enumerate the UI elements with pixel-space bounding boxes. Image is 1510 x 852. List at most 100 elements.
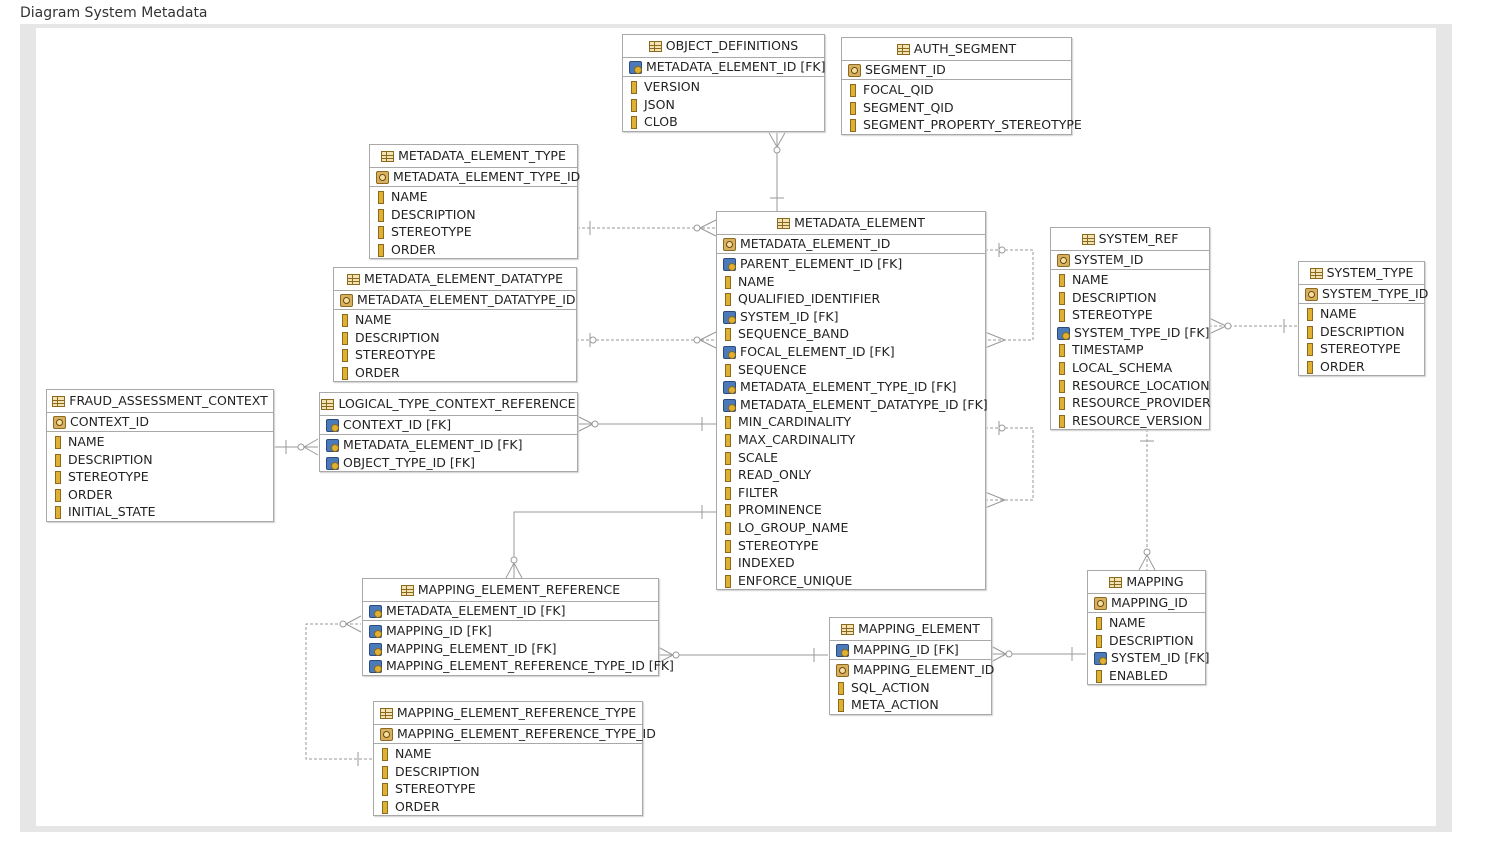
column-row[interactable]: MAPPING_ELEMENT_ID: [830, 661, 994, 679]
column-row[interactable]: INDEXED: [717, 554, 985, 572]
column-row[interactable]: SEQUENCE_BAND: [717, 325, 985, 343]
entity-header[interactable]: LOGICAL_TYPE_CONTEXT_REFERENCE: [320, 393, 577, 416]
primary-key-row[interactable]: METADATA_ELEMENT_DATATYPE_ID: [334, 291, 576, 310]
entity-header[interactable]: SYSTEM_REF: [1051, 228, 1209, 251]
column-row[interactable]: NAME: [370, 188, 577, 206]
column-row[interactable]: STEREOTYPE: [717, 537, 985, 555]
column-row[interactable]: STEREOTYPE: [370, 223, 577, 241]
column-row[interactable]: DESCRIPTION: [334, 329, 576, 347]
entity-header[interactable]: MAPPING_ELEMENT_REFERENCE: [363, 579, 658, 602]
column-row[interactable]: PROMINENCE: [717, 501, 985, 519]
column-row[interactable]: NAME: [717, 273, 985, 291]
primary-key-row[interactable]: SYSTEM_TYPE_ID: [1299, 285, 1428, 304]
column-row[interactable]: DESCRIPTION: [1051, 289, 1209, 307]
column-row[interactable]: METADATA_ELEMENT_DATATYPE_ID [FK]: [717, 396, 988, 414]
column-row[interactable]: OBJECT_TYPE_ID [FK]: [320, 454, 577, 472]
column-row[interactable]: DESCRIPTION: [1299, 323, 1424, 341]
column-row[interactable]: SQL_ACTION: [830, 679, 991, 697]
primary-key-row[interactable]: CONTEXT_ID [FK]: [320, 416, 577, 435]
entity-header[interactable]: MAPPING_ELEMENT_REFERENCE_TYPE: [374, 702, 642, 725]
primary-key-row[interactable]: METADATA_ELEMENT_ID [FK]: [363, 602, 658, 621]
entity-header[interactable]: METADATA_ELEMENT: [717, 212, 985, 235]
column-row[interactable]: CLOB: [623, 113, 824, 131]
column-row[interactable]: SCALE: [717, 449, 985, 467]
column-row[interactable]: QUALIFIED_IDENTIFIER: [717, 290, 985, 308]
column-row[interactable]: SYSTEM_TYPE_ID [FK]: [1051, 324, 1209, 342]
column-row[interactable]: ORDER: [1299, 358, 1424, 376]
column-row[interactable]: MIN_CARDINALITY: [717, 413, 985, 431]
column-row[interactable]: STEREOTYPE: [334, 346, 576, 364]
column-row[interactable]: ENABLED: [1088, 667, 1205, 685]
column-row[interactable]: SYSTEM_ID [FK]: [1088, 649, 1210, 667]
column-row[interactable]: LOCAL_SCHEMA: [1051, 359, 1209, 377]
column-row[interactable]: JSON: [623, 96, 824, 114]
entity-header[interactable]: AUTH_SEGMENT: [842, 38, 1071, 61]
column-row[interactable]: FOCAL_ELEMENT_ID [FK]: [717, 343, 985, 361]
entity-header[interactable]: SYSTEM_TYPE: [1299, 262, 1424, 285]
column-row[interactable]: TIMESTAMP: [1051, 341, 1209, 359]
column-row[interactable]: NAME: [1299, 305, 1424, 323]
primary-key-row[interactable]: MAPPING_ID [FK]: [830, 641, 991, 660]
entity-header[interactable]: MAPPING: [1088, 571, 1205, 594]
column-row[interactable]: FILTER: [717, 484, 985, 502]
column-row[interactable]: READ_ONLY: [717, 466, 985, 484]
column-row[interactable]: METADATA_ELEMENT_TYPE_ID [FK]: [717, 378, 985, 396]
column-row[interactable]: INITIAL_STATE: [47, 503, 273, 521]
column-row[interactable]: FOCAL_QID: [842, 81, 1071, 99]
column-row[interactable]: ORDER: [370, 241, 577, 259]
column-row[interactable]: RESOURCE_PROVIDER: [1051, 394, 1211, 412]
entity-header[interactable]: METADATA_ELEMENT_DATATYPE: [334, 268, 576, 291]
column-row[interactable]: MAPPING_ELEMENT_REFERENCE_TYPE_ID [FK]: [363, 657, 674, 675]
column-row[interactable]: DESCRIPTION: [374, 763, 642, 781]
column-row[interactable]: VERSION: [623, 78, 824, 96]
column-row[interactable]: RESOURCE_VERSION: [1051, 412, 1209, 430]
entity-header[interactable]: OBJECT_DEFINITIONS: [623, 35, 824, 58]
primary-key-row[interactable]: CONTEXT_ID: [47, 413, 273, 432]
column-row[interactable]: DESCRIPTION: [47, 451, 273, 469]
column-row[interactable]: DESCRIPTION: [370, 206, 577, 224]
primary-key-row[interactable]: MAPPING_ELEMENT_REFERENCE_TYPE_ID: [374, 725, 656, 744]
column-row[interactable]: ORDER: [47, 486, 273, 504]
column-row[interactable]: NAME: [334, 311, 576, 329]
column-row[interactable]: NAME: [1051, 271, 1209, 289]
primary-key-row[interactable]: METADATA_ELEMENT_ID [FK]: [623, 58, 825, 77]
column-row[interactable]: MAX_CARDINALITY: [717, 431, 985, 449]
column-row[interactable]: NAME: [1088, 614, 1205, 632]
column-row[interactable]: ORDER: [334, 364, 576, 382]
entity-header[interactable]: METADATA_ELEMENT_TYPE: [370, 145, 577, 168]
column-row[interactable]: SYSTEM_ID [FK]: [717, 308, 985, 326]
column-row[interactable]: DESCRIPTION: [1088, 632, 1205, 650]
column-row[interactable]: MAPPING_ID [FK]: [363, 622, 658, 640]
column-row[interactable]: SEGMENT_PROPERTY_STEREOTYPE: [842, 116, 1082, 134]
primary-key-row[interactable]: SYSTEM_ID: [1051, 251, 1209, 270]
column-row[interactable]: SEQUENCE: [717, 361, 985, 379]
column-row[interactable]: NAME: [47, 433, 273, 451]
column-row[interactable]: NAME: [374, 745, 642, 763]
column-row[interactable]: PARENT_ELEMENT_ID [FK]: [717, 255, 985, 273]
entity-header[interactable]: MAPPING_ELEMENT: [830, 618, 991, 641]
column-row[interactable]: MAPPING_ELEMENT_ID [FK]: [363, 640, 658, 658]
column-row[interactable]: STEREOTYPE: [1051, 306, 1209, 324]
primary-key-row[interactable]: SEGMENT_ID: [842, 61, 1071, 80]
column-row[interactable]: STEREOTYPE: [374, 780, 642, 798]
column-row[interactable]: ORDER: [374, 798, 642, 816]
entity-header[interactable]: FRAUD_ASSESSMENT_CONTEXT: [47, 390, 273, 413]
column-row[interactable]: STEREOTYPE: [1299, 340, 1424, 358]
column-row[interactable]: METADATA_ELEMENT_ID [FK]: [320, 436, 577, 454]
column-row[interactable]: LO_GROUP_NAME: [717, 519, 985, 537]
column-row[interactable]: STEREOTYPE: [47, 468, 273, 486]
column-row[interactable]: META_ACTION: [830, 696, 991, 714]
column-row[interactable]: SEGMENT_QID: [842, 99, 1071, 117]
primary-key-row[interactable]: METADATA_ELEMENT_TYPE_ID: [370, 168, 580, 187]
